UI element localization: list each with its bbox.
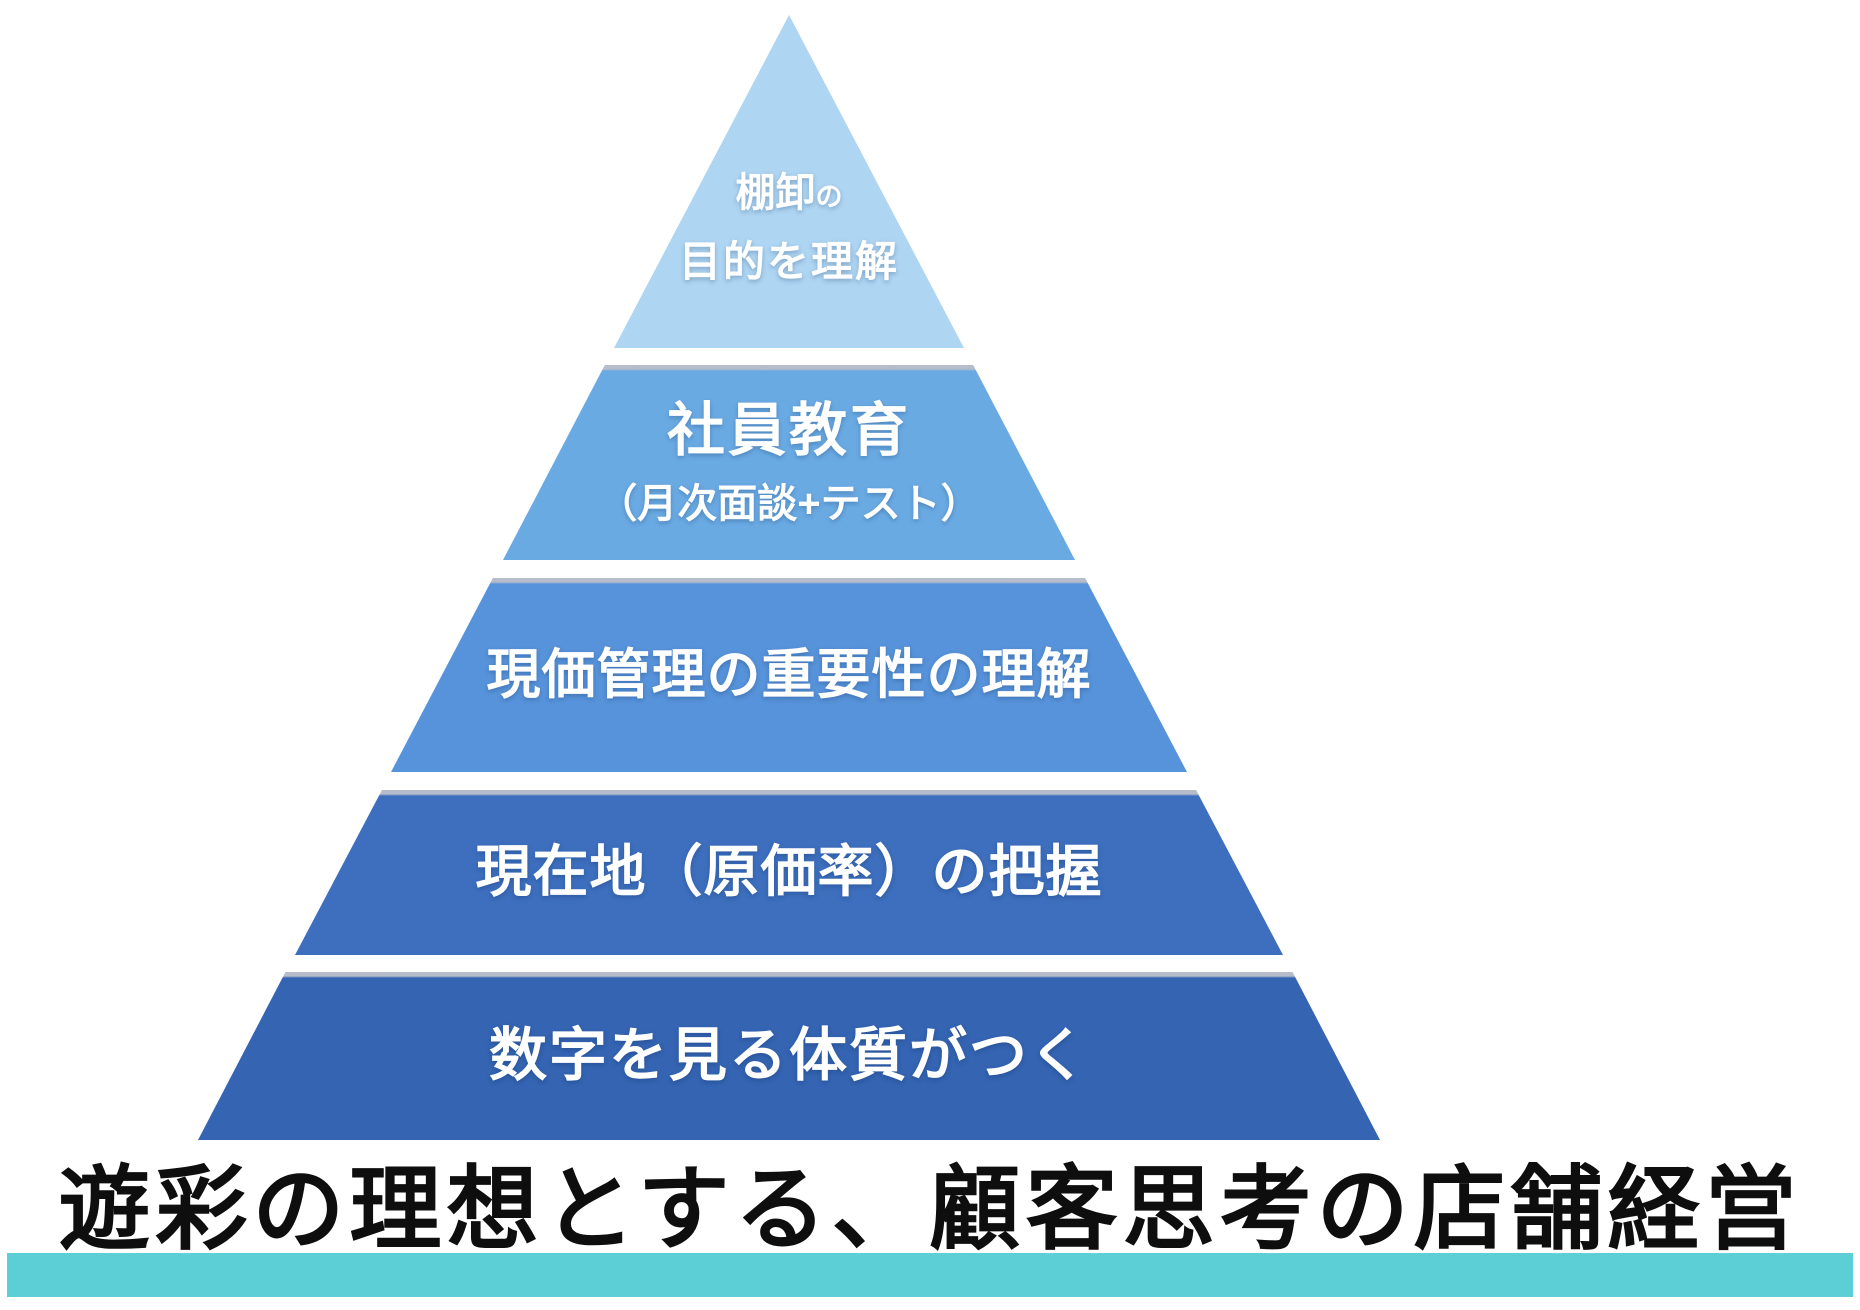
tier-5-label: 数字を見る体質がつく	[488, 1022, 1089, 1088]
pyramid-tier-2: 社員教育 （月次面談+テスト）	[503, 365, 1075, 560]
footer-accent-bar	[7, 1253, 1853, 1297]
tier-4-label: 現在地（原価率）の把握	[475, 840, 1103, 904]
pyramid-tier-1: 棚卸の 目的を理解	[614, 15, 964, 348]
tier-1-label-main: 棚卸	[735, 170, 816, 215]
tier-3-label: 現価管理の重要性の理解	[486, 644, 1092, 705]
pyramid-tier-3: 現価管理の重要性の理解	[391, 578, 1187, 772]
tier-2-label: 社員教育	[666, 398, 911, 464]
footer-title: 遊彩の理想とする、顧客思考の店舗経営	[58, 1159, 1802, 1261]
tier-1-label-line-1: 棚卸の	[736, 170, 843, 216]
pyramid-tier-5: 数字を見る体質がつく	[198, 972, 1380, 1140]
tier-2-sub-label: （月次面談+テスト）	[597, 481, 981, 526]
tier-1-label-suffix: の	[815, 181, 843, 212]
pyramid-tier-4: 現在地（原価率）の把握	[295, 790, 1283, 955]
tier-1-label-line-2: 目的を理解	[678, 237, 899, 285]
